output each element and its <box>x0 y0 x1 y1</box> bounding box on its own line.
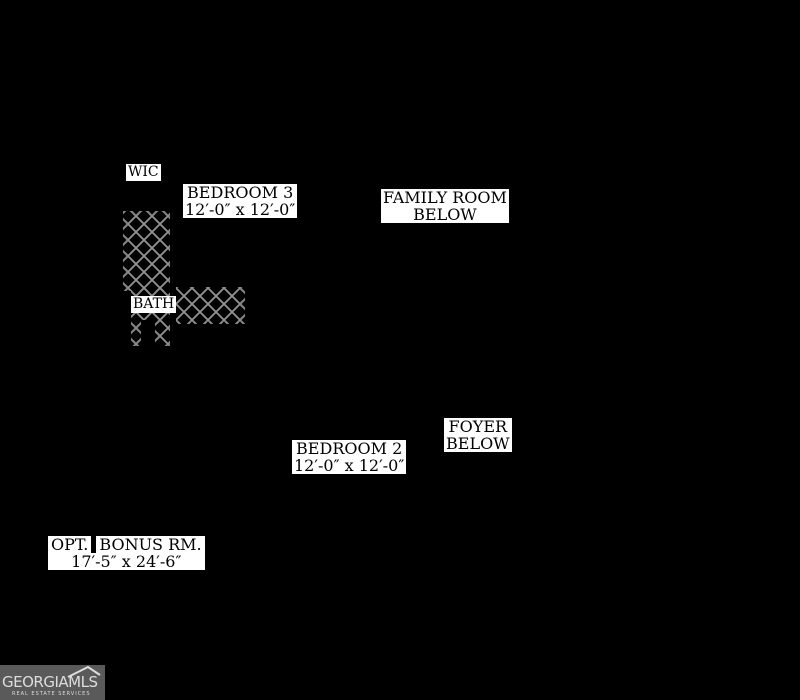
room-size: 17′-5″ x 24′-6″ <box>48 553 205 570</box>
room-note: BELOW <box>410 206 480 223</box>
bath-counter-hatch <box>176 287 245 324</box>
room-name: BEDROOM 2 <box>294 440 405 457</box>
brand-text: GEORGIAMLS <box>2 673 98 691</box>
room-label-family-room: FAMILY ROOM BELOW <box>381 189 509 223</box>
room-label-bedroom3: BEDROOM 3 12′-0″ x 12′-0″ <box>183 184 298 219</box>
room-name-2: BONUS RM. <box>96 536 205 553</box>
georgia-mls-watermark: GEORGIAMLS REAL ESTATE SERVICES <box>0 665 105 700</box>
room-size: 12′-0″ x 12′-0″ <box>294 456 405 475</box>
room-name: OPT. <box>48 536 92 553</box>
room-label-bonus: OPT. BONUS RM. 17′-5″ x 24′-6″ <box>46 536 207 570</box>
tagline-text: REAL ESTATE SERVICES <box>12 691 91 697</box>
room-note: BELOW <box>446 434 510 453</box>
roof-icon <box>67 665 101 678</box>
room-name: FOYER <box>446 418 510 435</box>
room-name: BATH <box>133 296 175 313</box>
room-name: BEDROOM 3 <box>185 184 296 201</box>
room-size: 12′-0″ x 12′-0″ <box>185 200 296 219</box>
room-label-bath: BATH <box>131 296 177 313</box>
room-label-bedroom2: BEDROOM 2 12′-0″ x 12′-0″ <box>292 440 407 475</box>
room-label-foyer: FOYER BELOW <box>444 418 512 452</box>
room-name: WIC <box>128 164 159 181</box>
room-label-wic: WIC <box>126 164 161 181</box>
wic-hatch <box>123 211 170 291</box>
room-name: FAMILY ROOM <box>383 188 507 207</box>
